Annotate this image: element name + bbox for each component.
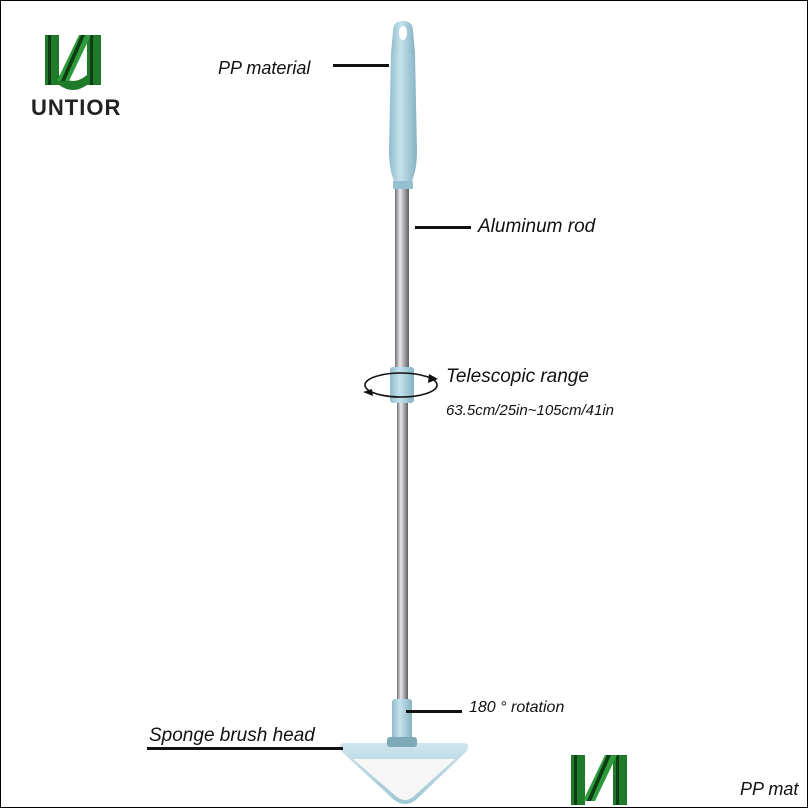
telescopic-range-values: 63.5cm/25in~105cm/41in	[446, 402, 615, 419]
rotation-label: 180 ° rotation	[469, 699, 565, 716]
aluminum-rod-label: Aluminum rod	[478, 216, 596, 237]
pp-material-leader-line	[333, 64, 389, 67]
brand-name: UNTIOR	[31, 95, 122, 120]
rotation-leader-line	[406, 710, 462, 713]
telescopic-range-label: Telescopic range	[446, 366, 589, 387]
pp-material-label: PP material	[218, 58, 311, 78]
aluminum-rod-leader-line	[415, 226, 471, 229]
pp-material-label-partial: PP mat	[740, 779, 799, 799]
untior-logo-icon	[45, 35, 101, 90]
untior-logo-icon-partial	[571, 755, 627, 805]
sponge-brush-head-label: Sponge brush head	[149, 725, 315, 746]
sponge-head-leader-line	[147, 747, 343, 750]
